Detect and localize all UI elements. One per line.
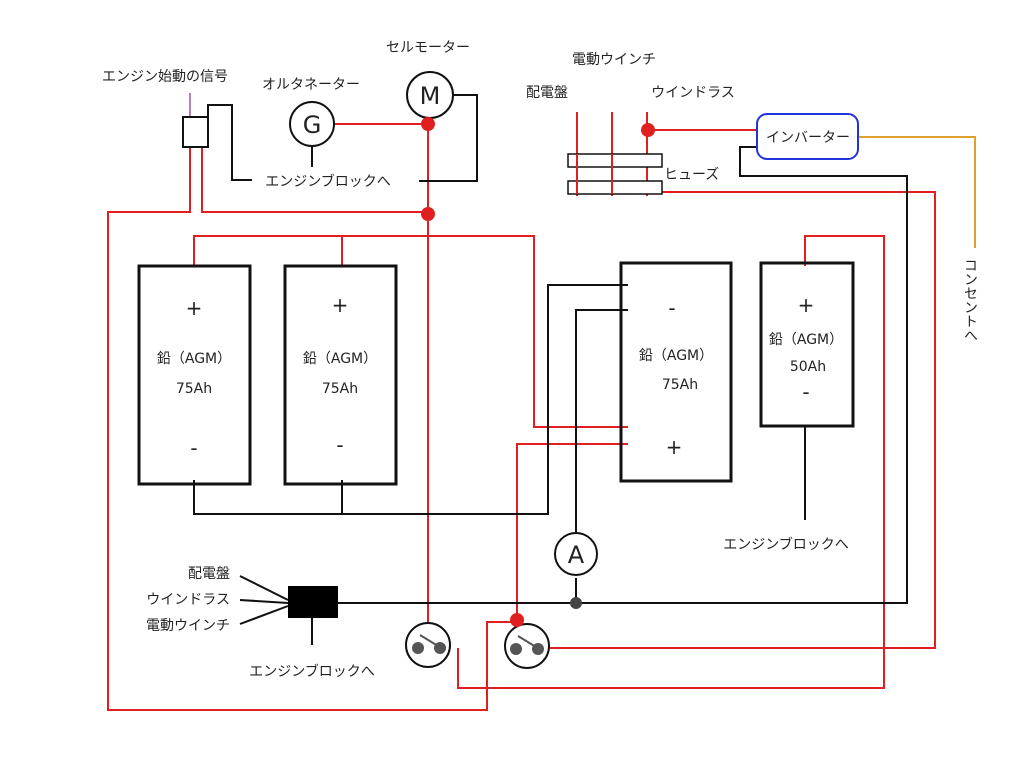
negative-bus-block (288, 586, 338, 618)
bus-load-windlass: ウインドラス (146, 592, 230, 608)
bus-load-switchboard: 配電盤 (188, 566, 230, 582)
ac-outlet-wire (858, 136, 976, 248)
winch-label-top: 電動ウインチ (572, 52, 656, 68)
battery-switch-right (504, 623, 550, 669)
ammeter-letter: A (568, 541, 585, 569)
battery-4-box (759, 261, 855, 428)
battery-2-plus: + (332, 293, 349, 317)
battery-1-minus: - (190, 436, 197, 460)
engine-block-label-bottom: エンジンブロックへ (249, 663, 375, 680)
battery-2-type: 鉛（AGM） (303, 351, 377, 367)
junction-dots (421, 117, 655, 627)
engine-block-label-right: エンジンブロックへ (723, 536, 849, 553)
battery-2-minus: - (336, 433, 343, 457)
starter-motor-symbol: M (406, 71, 454, 119)
fuse-label: ヒューズ (664, 167, 719, 183)
alternator-symbol: G (289, 101, 335, 147)
inverter-box (756, 113, 859, 160)
battery-4-type: 鉛（AGM） (769, 332, 843, 348)
battery-4-capacity: 50Ah (790, 359, 826, 375)
battery-4-minus: - (802, 380, 809, 404)
alternator-label: オルタネーター (262, 77, 360, 93)
bus-load-winch: 電動ウインチ (146, 618, 230, 634)
battery-1-box (137, 264, 252, 486)
battery-3-type: 鉛（AGM） (639, 348, 713, 364)
switchboard-label-top: 配電盤 (526, 85, 568, 101)
fuse-lower (567, 180, 663, 195)
battery-3-minus: - (668, 296, 675, 320)
windlass-label-top: ウインドラス (651, 85, 735, 101)
battery-3-capacity: 75Ah (662, 377, 698, 393)
battery-1-capacity: 75Ah (176, 381, 212, 397)
battery-1-plus: + (186, 296, 203, 320)
starter-motor-label: セルモーター (386, 40, 470, 56)
battery-2-capacity: 75Ah (322, 381, 358, 397)
battery-4-plus: + (798, 293, 815, 317)
ammeter-symbol: A (554, 532, 598, 576)
battery-1-type: 鉛（AGM） (157, 351, 231, 367)
motor-letter: M (420, 82, 441, 110)
generator-letter: G (303, 111, 322, 139)
inverter-label: インバーター (766, 130, 850, 146)
battery-2-box (283, 264, 398, 486)
battery-3-box (619, 261, 733, 483)
engine-start-signal-label: エンジン始動の信号 (102, 69, 228, 85)
engine-block-label-top: エンジンブロックへ (265, 173, 391, 190)
start-relay (182, 116, 209, 148)
outlet-label: コンセントへ (962, 258, 978, 342)
negative-wires (193, 94, 908, 645)
fuse-upper (567, 153, 663, 168)
battery-switch-left (405, 622, 451, 668)
battery-3-plus: + (666, 435, 683, 459)
